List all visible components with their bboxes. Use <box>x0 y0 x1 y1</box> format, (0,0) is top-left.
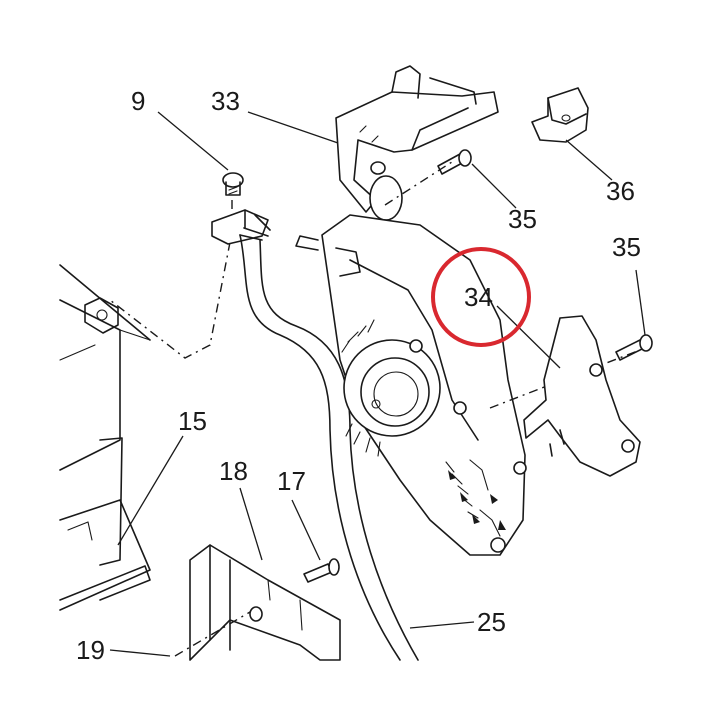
callout-35-upper: 35 <box>508 204 537 234</box>
fan-housing-34 <box>295 214 527 556</box>
assembly-dash-line-35a <box>384 159 456 206</box>
screw-35a <box>437 149 472 175</box>
cover-18 <box>189 544 341 661</box>
screw-9 <box>222 172 244 196</box>
guard-plate <box>523 315 641 477</box>
callout-35-right: 35 <box>612 232 641 262</box>
callout-34: 34 <box>464 282 493 312</box>
bracket-36 <box>531 87 589 143</box>
left-housing-upper <box>59 264 151 471</box>
callout-17: 17 <box>277 466 306 496</box>
screw-17 <box>303 558 340 583</box>
leader-lines <box>109 111 646 657</box>
callout-36: 36 <box>606 176 635 206</box>
fan-blades <box>341 319 506 537</box>
screw-35b <box>615 334 653 361</box>
callout-25: 25 <box>477 607 506 637</box>
housing-15 <box>59 437 151 611</box>
assembly-dash-line-19 <box>174 611 251 657</box>
callout-15: 15 <box>178 406 207 436</box>
highlight-circle-34 <box>431 247 531 347</box>
bracket-33 <box>335 65 499 221</box>
callout-33: 33 <box>211 86 240 116</box>
cable-clip <box>211 209 271 245</box>
callout-9: 9 <box>131 86 145 116</box>
callout-19: 19 <box>76 635 105 665</box>
assembly-dash-line-35b <box>489 349 641 409</box>
callout-18: 18 <box>219 456 248 486</box>
